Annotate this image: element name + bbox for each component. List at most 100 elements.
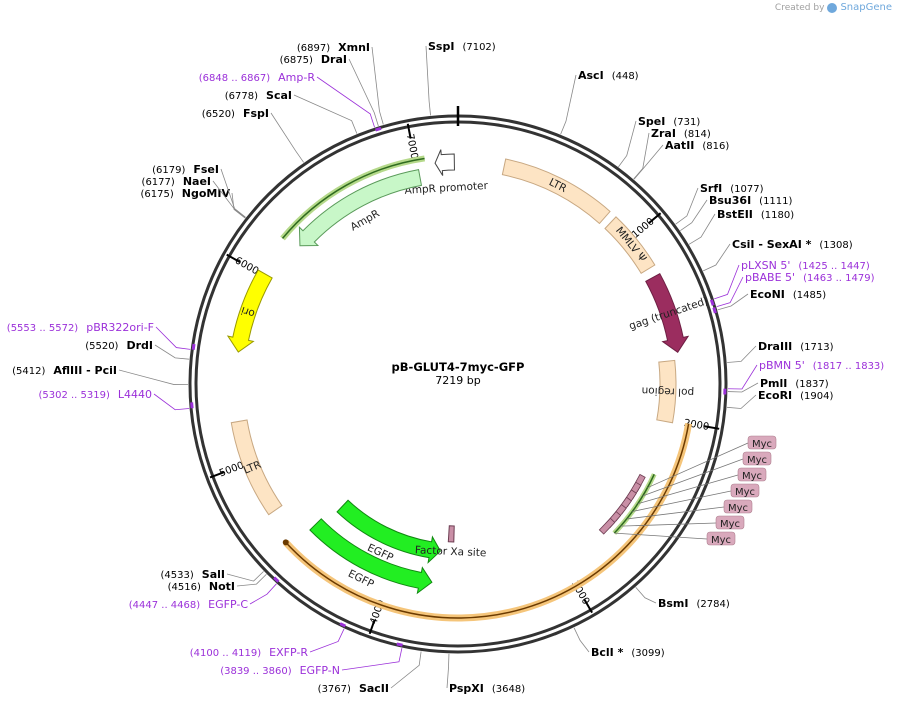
myc-label-box — [730, 483, 760, 498]
myc-connector — [632, 490, 732, 512]
snapgene-logo-icon — [827, 2, 838, 13]
primer-label: pBABE 5'(1463 .. 1479) — [745, 271, 875, 284]
primer-connector — [249, 583, 277, 605]
site-connector — [675, 187, 699, 225]
feature-shape — [447, 525, 455, 543]
ampr-span-line — [281, 157, 425, 239]
myc-connector — [626, 506, 725, 520]
myc-label: Myc — [711, 535, 731, 546]
site-label: EcoRI(1904) — [758, 389, 834, 402]
site-label: SspI(7102) — [428, 40, 496, 53]
site-connector — [726, 394, 757, 409]
site-connector — [231, 192, 246, 219]
site-label: BclI *(3099) — [591, 646, 665, 659]
tick-mark — [648, 212, 662, 224]
primer-connector — [341, 648, 403, 671]
feature-label: AmpR promoter — [404, 180, 489, 197]
myc-connector — [642, 458, 744, 497]
myc-label-box — [706, 531, 736, 546]
site-label: DraIII(1713) — [758, 340, 834, 353]
site-connector — [390, 651, 422, 689]
tick-mark — [226, 253, 241, 263]
myc-label: Myc — [735, 487, 755, 498]
primer-label: pLXSN 5'(1425 .. 1447) — [741, 259, 870, 272]
site-connector — [293, 94, 358, 134]
feature-shape — [230, 419, 283, 516]
feature-shape — [298, 169, 423, 247]
site-connector — [220, 168, 246, 218]
primer-mark — [191, 343, 196, 350]
site-connector — [118, 369, 189, 385]
primer-connector — [155, 326, 191, 350]
site-label: AscI(448) — [578, 69, 639, 82]
site-layer: SspI(7102)AscI(448)SpeI(731)ZraI(814)Aat… — [7, 40, 884, 695]
site-label: (6897)XmnI — [297, 41, 370, 54]
primer-label: (3839 .. 3860)EGFP-N — [220, 664, 340, 677]
myc-label: Myc — [728, 503, 748, 514]
myc-connector — [614, 532, 708, 540]
myc-span-line — [613, 473, 655, 534]
tick-mark — [704, 425, 720, 430]
site-label: (6875)DraI — [280, 53, 347, 66]
feature-shape — [656, 359, 677, 424]
myc-label-box — [737, 467, 767, 482]
orf-span-line — [285, 423, 690, 619]
primer-mark — [375, 126, 382, 132]
myc-label-box — [723, 499, 753, 514]
site-connector — [633, 132, 650, 180]
site-connector — [635, 586, 657, 604]
myc-label-box — [742, 451, 772, 466]
site-label: (6175)NgoMIV — [141, 187, 231, 200]
feature-shape — [604, 216, 656, 274]
site-label: PspXI(3648) — [449, 682, 525, 695]
primer-label: (4100 .. 4119)EXFP-R — [190, 646, 309, 659]
site-label: (3767)SacII — [318, 682, 389, 695]
feature-shape — [309, 518, 433, 595]
primer-connector — [316, 76, 375, 128]
primer-mark — [273, 576, 280, 583]
site-connector — [688, 213, 716, 245]
site-label: AatII(816) — [665, 139, 729, 152]
site-connector — [226, 571, 264, 582]
myc-connector — [637, 474, 739, 505]
plasmid-name: pB-GLUT4-7myc-GFP — [392, 360, 525, 374]
myc-label: Myc — [742, 471, 762, 482]
feature-shape — [645, 273, 690, 353]
site-label: (5520)DrdI — [85, 339, 153, 352]
site-label: PmlI(1837) — [760, 377, 829, 390]
site-label: CsiI - SexAI *(1308) — [732, 238, 853, 251]
primer-mark — [339, 622, 346, 628]
primer-label: (5302 .. 5319)L4440 — [38, 388, 152, 401]
site-label: EcoNI(1485) — [750, 288, 826, 301]
site-connector — [154, 344, 190, 360]
primer-mark — [712, 307, 717, 314]
site-connector — [236, 573, 267, 587]
primer-label: (6848 .. 6867)Amp-R — [199, 71, 316, 84]
myc-tag-shape — [598, 517, 616, 535]
myc-label-box — [747, 435, 777, 450]
tick-mark — [406, 123, 412, 139]
myc-connector — [620, 522, 717, 527]
site-label: (4516)NotI — [168, 580, 235, 593]
primer-label: pBMN 5'(1817 .. 1833) — [759, 359, 884, 372]
tick-label: 7000 — [404, 133, 420, 160]
primer-label: (4447 .. 4468)EGFP-C — [129, 598, 249, 611]
orf-span-arrowhead — [282, 539, 289, 546]
site-label: (5412)AflIII - PciI — [12, 364, 117, 377]
primer-connector — [716, 276, 744, 308]
myc-connector — [647, 442, 749, 489]
primer-connector — [309, 628, 345, 653]
primer-connector — [153, 393, 190, 411]
site-label: (4533)SalI — [161, 568, 225, 581]
feature-shape — [434, 149, 455, 176]
myc-label: Myc — [747, 455, 767, 466]
site-label: (6179)FseI — [152, 163, 219, 176]
site-label: SrfI(1077) — [700, 182, 764, 195]
feature-label: pol region — [641, 384, 694, 398]
site-label: (6177)NaeI — [142, 175, 211, 188]
site-connector — [727, 345, 757, 363]
site-label: BstEII(1180) — [717, 208, 794, 221]
myc-label: Myc — [720, 519, 740, 530]
site-connector — [446, 653, 450, 689]
